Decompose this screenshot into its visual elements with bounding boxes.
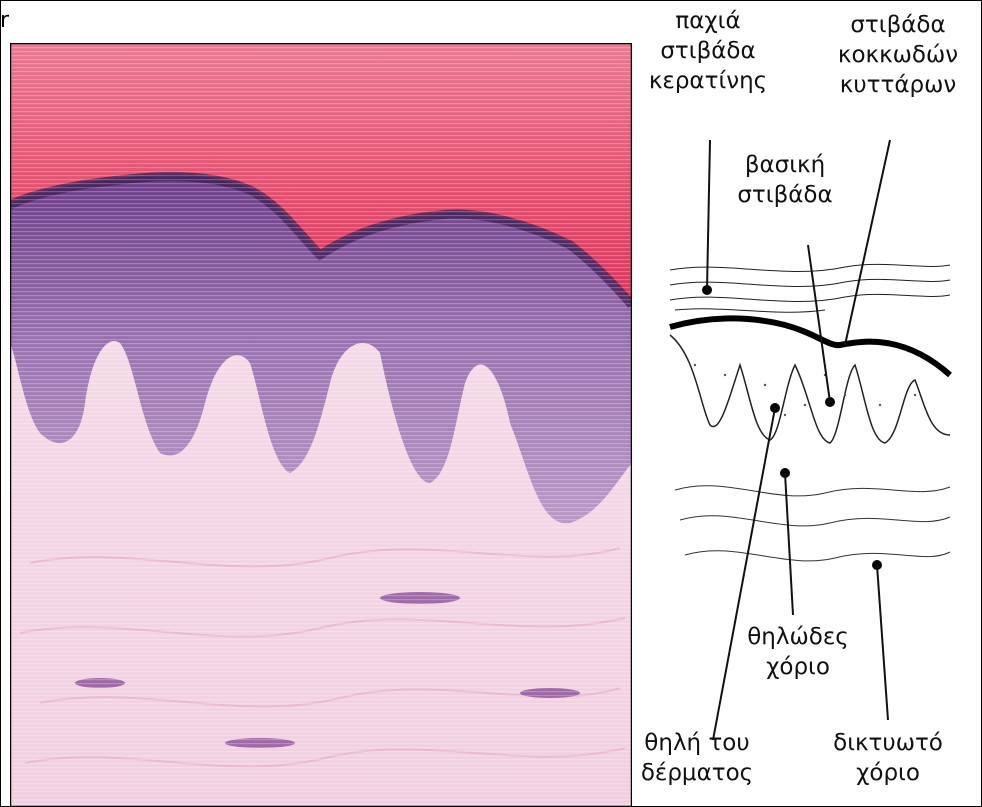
skin-schematic-drawing (665, 255, 953, 585)
label-dermal-papilla: θηλή του δέρματος (632, 728, 762, 788)
corner-text: r (0, 10, 9, 32)
label-granular-layer: στιβάδα κοκκωδών κυττάρων (818, 10, 978, 100)
skin-micrograph (10, 43, 632, 807)
label-reticular-dermis: δικτυωτό χόριο (823, 728, 953, 788)
label-basal-layer: βασική στιβάδα (730, 150, 840, 210)
label-keratin-layer: παχιά στιβάδα κερατίνης (628, 6, 788, 96)
label-papillary-dermis: θηλώδες χόριο (738, 622, 858, 682)
